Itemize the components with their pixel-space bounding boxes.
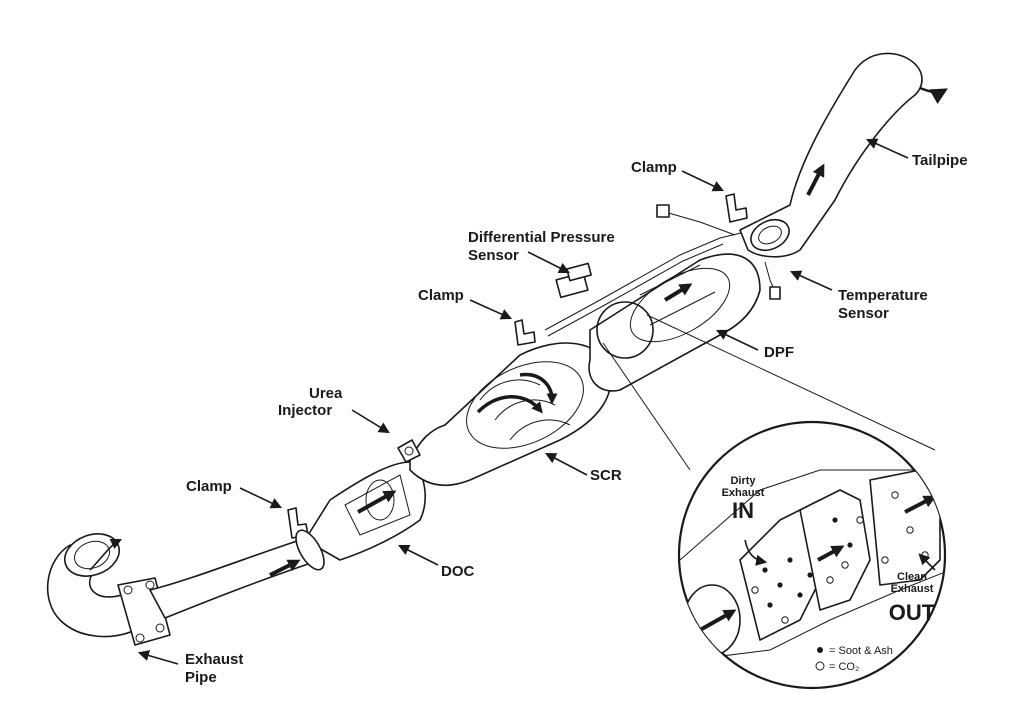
detail-labels: Dirty Exhaust IN Clean Exhaust OUT = Soo… (722, 475, 936, 673)
label-dirty-in: IN (732, 498, 754, 523)
label-clamp-top: Clamp (631, 159, 677, 176)
label-exhaust-pipe: Exhaust (185, 651, 243, 668)
tailpipe (725, 52, 948, 258)
label-clean-out: OUT (889, 600, 936, 625)
label-dirty: Dirty (730, 475, 756, 487)
label-temperature-sensor: Temperature (838, 287, 928, 304)
label-scr: SCR (590, 467, 622, 484)
label-diff-pressure-sensor: Differential Pressure (468, 229, 615, 246)
label-pointers (137, 138, 909, 665)
label-doc: DOC (441, 563, 475, 580)
label-urea-injector: Urea (309, 385, 343, 402)
component-labels: Tailpipe Clamp Differential Pressure Sen… (185, 152, 968, 686)
label-clamp-mid: Clamp (418, 287, 464, 304)
dpf-detail-view (602, 314, 947, 690)
scr-mixer (397, 342, 612, 486)
exhaust-pipe (46, 507, 321, 646)
legend-soot-ash: = Soot & Ash (829, 645, 893, 657)
legend-co2: = CO₂ (829, 661, 859, 673)
label-exhaust-pipe-2: Pipe (185, 669, 217, 686)
label-clamp-low: Clamp (186, 478, 232, 495)
label-urea-injector-2: Injector (278, 402, 332, 419)
dpf-filter (514, 204, 781, 392)
label-dirty-exhaust: Exhaust (722, 487, 765, 499)
label-clean-exhaust: Exhaust (891, 583, 934, 595)
label-temperature-sensor-2: Sensor (838, 305, 889, 322)
doc-catalyst (295, 461, 426, 571)
label-clean: Clean (897, 571, 927, 583)
label-tailpipe: Tailpipe (912, 152, 968, 169)
label-diff-pressure-sensor-2: Sensor (468, 247, 519, 264)
label-dpf: DPF (764, 344, 794, 361)
